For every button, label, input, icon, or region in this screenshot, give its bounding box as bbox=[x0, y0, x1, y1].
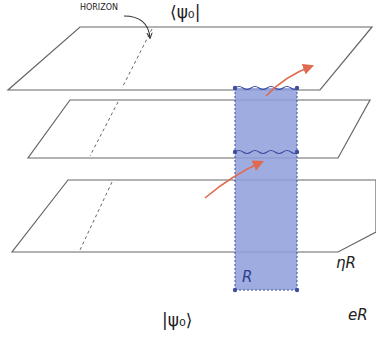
region-edge bbox=[235, 290, 297, 291]
leader-arrow bbox=[124, 16, 150, 38]
wavy-edge bbox=[235, 151, 297, 154]
horizon-line bbox=[122, 29, 152, 88]
region-edge bbox=[297, 152, 298, 290]
time-slice bbox=[12, 180, 376, 252]
region-label: R bbox=[242, 270, 252, 285]
region-edge bbox=[297, 88, 298, 152]
e-label: eR bbox=[348, 308, 368, 323]
wavy-edge bbox=[235, 87, 297, 90]
flow-arrow bbox=[205, 162, 262, 198]
region bbox=[235, 152, 297, 290]
corner-dots bbox=[233, 86, 299, 292]
horizon-line bbox=[90, 102, 118, 156]
bra-label: ⟨ψ₀| bbox=[170, 4, 200, 21]
flow-arrow bbox=[266, 66, 312, 96]
ket-label: |ψ₀⟩ bbox=[162, 312, 192, 329]
eta-label: ηR bbox=[336, 256, 356, 271]
region-edge bbox=[235, 152, 236, 290]
region-edge bbox=[235, 88, 236, 152]
region bbox=[235, 88, 297, 152]
horizon-line bbox=[80, 182, 112, 250]
time-slice bbox=[8, 27, 372, 90]
time-slice bbox=[28, 100, 370, 158]
horizon-label: HORIZON bbox=[80, 4, 118, 12]
